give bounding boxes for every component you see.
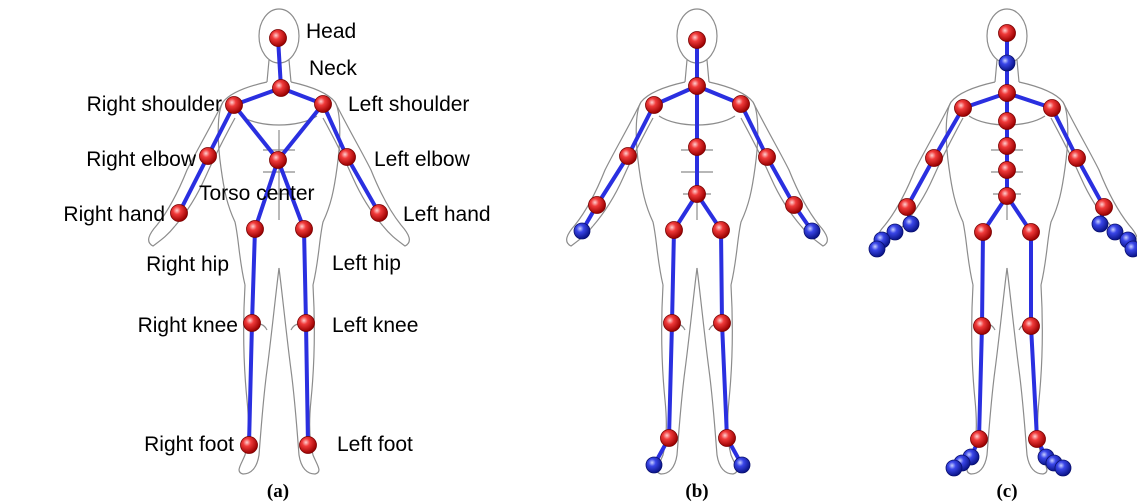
joint-c-sp3-red bbox=[999, 162, 1016, 179]
panel-c-joints bbox=[869, 25, 1137, 477]
joint-b-lankle-red bbox=[719, 430, 736, 447]
joint-a-neck-red bbox=[273, 80, 290, 97]
joint-c-lwr-red bbox=[1096, 199, 1113, 216]
joint-c-rt3-blue bbox=[946, 460, 962, 476]
joint-b-lhip-red bbox=[713, 222, 730, 239]
joint-b-rhip-red bbox=[666, 222, 683, 239]
bone-c-lknee-lankle bbox=[1031, 326, 1037, 439]
joint-a-lknee-red bbox=[298, 315, 315, 332]
bone-a-lknee-lfoot bbox=[306, 323, 308, 445]
caption-c: (c) bbox=[996, 481, 1017, 502]
joint-a-lelb-red bbox=[339, 149, 356, 166]
joint-a-rsh-red bbox=[226, 97, 243, 114]
panel-b-bones bbox=[582, 40, 812, 465]
joint-c-hipc-red bbox=[999, 188, 1016, 205]
label-right-elbow: Right elbow bbox=[86, 148, 197, 171]
joint-a-head-red bbox=[270, 30, 287, 47]
label-torso-center: Torso center bbox=[199, 182, 315, 205]
label-right-knee: Right knee bbox=[138, 314, 238, 337]
joint-c-rf4-blue bbox=[869, 241, 885, 257]
joint-b-rwr-red bbox=[589, 197, 606, 214]
label-left-elbow: Left elbow bbox=[374, 148, 471, 171]
joint-c-sp1-red bbox=[999, 113, 1016, 130]
bone-b-lknee-lankle bbox=[722, 323, 727, 438]
bone-a-lsh-torso bbox=[278, 104, 323, 160]
label-left-hand: Left hand bbox=[403, 203, 491, 226]
joint-b-lwr-red bbox=[786, 197, 803, 214]
joint-a-lhand-red bbox=[371, 205, 388, 222]
joint-c-rknee-red bbox=[974, 318, 991, 335]
joint-b-head-red bbox=[689, 32, 706, 49]
joint-c-rankle-red bbox=[971, 431, 988, 448]
joint-c-lt3-blue bbox=[1055, 460, 1071, 476]
caption-b: (b) bbox=[685, 481, 708, 502]
joint-b-rknee-red bbox=[664, 315, 681, 332]
label-right-hand: Right hand bbox=[63, 203, 165, 226]
bone-b-rknee-rankle bbox=[669, 323, 672, 438]
joint-c-lankle-red bbox=[1029, 431, 1046, 448]
joint-a-torso-red bbox=[270, 152, 287, 169]
joint-a-lfoot-red bbox=[300, 437, 317, 454]
joint-b-rankle-red bbox=[661, 430, 678, 447]
label-left-knee: Left knee bbox=[332, 314, 418, 337]
joint-c-nose-blue bbox=[999, 55, 1015, 71]
label-neck: Neck bbox=[309, 57, 357, 80]
bone-a-rsh-torso bbox=[234, 105, 278, 160]
bone-c-rhip-rknee bbox=[982, 232, 983, 326]
joint-a-rhand-red bbox=[171, 205, 188, 222]
joint-b-hipc-red bbox=[689, 186, 706, 203]
joint-a-rfoot-red bbox=[241, 437, 258, 454]
label-left-hip: Left hip bbox=[332, 252, 401, 275]
joint-c-relb-red bbox=[926, 150, 943, 167]
joint-c-rwr-red bbox=[899, 199, 916, 216]
joint-c-lf4-blue bbox=[1125, 241, 1137, 257]
bone-a-rknee-rfoot bbox=[249, 323, 252, 445]
label-left-foot: Left foot bbox=[337, 433, 413, 456]
joint-c-lknee-red bbox=[1023, 318, 1040, 335]
joint-c-lsh-red bbox=[1044, 100, 1061, 117]
bone-a-lhip-lknee bbox=[304, 229, 306, 323]
label-left-shoulder: Left shoulder bbox=[348, 93, 469, 116]
joint-b-relb-red bbox=[620, 148, 637, 165]
joint-b-lsh-red bbox=[733, 96, 750, 113]
joint-c-lf1-blue bbox=[1092, 216, 1108, 232]
joint-b-lelb-red bbox=[759, 149, 776, 166]
joint-c-lelb-red bbox=[1069, 150, 1086, 167]
joint-c-rhip-red bbox=[975, 224, 992, 241]
joint-c-lhip-red bbox=[1023, 224, 1040, 241]
joint-a-lhip-red bbox=[296, 221, 313, 238]
joint-c-head-red bbox=[999, 25, 1016, 42]
bone-b-lhip-lknee bbox=[721, 230, 722, 323]
joint-b-lknee-red bbox=[714, 315, 731, 332]
bone-c-rknee-rankle bbox=[979, 326, 982, 439]
joint-b-rtoe-blue bbox=[646, 457, 662, 473]
joint-b-lhand-blue bbox=[804, 223, 820, 239]
caption-a: (a) bbox=[267, 481, 289, 502]
joint-c-rf1-blue bbox=[903, 216, 919, 232]
joint-c-sp2-red bbox=[999, 138, 1016, 155]
label-right-hip: Right hip bbox=[146, 253, 229, 276]
joint-b-rhand-blue bbox=[574, 223, 590, 239]
joint-b-neck-red bbox=[689, 78, 706, 95]
joint-a-rknee-red bbox=[244, 315, 261, 332]
joint-a-lsh-red bbox=[315, 96, 332, 113]
label-right-shoulder: Right shoulder bbox=[87, 93, 222, 116]
joint-a-rhip-red bbox=[247, 221, 264, 238]
joint-a-relb-red bbox=[200, 148, 217, 165]
bone-a-rhip-rknee bbox=[252, 229, 255, 323]
bone-b-rhip-rknee bbox=[672, 230, 674, 323]
joint-c-rsh-red bbox=[955, 100, 972, 117]
joint-b-ltoe-blue bbox=[734, 457, 750, 473]
joint-b-spine-red bbox=[689, 139, 706, 156]
label-head: Head bbox=[306, 20, 356, 43]
label-right-foot: Right foot bbox=[144, 433, 234, 456]
joint-b-rsh-red bbox=[646, 97, 663, 114]
joint-c-neck-red bbox=[999, 85, 1016, 102]
